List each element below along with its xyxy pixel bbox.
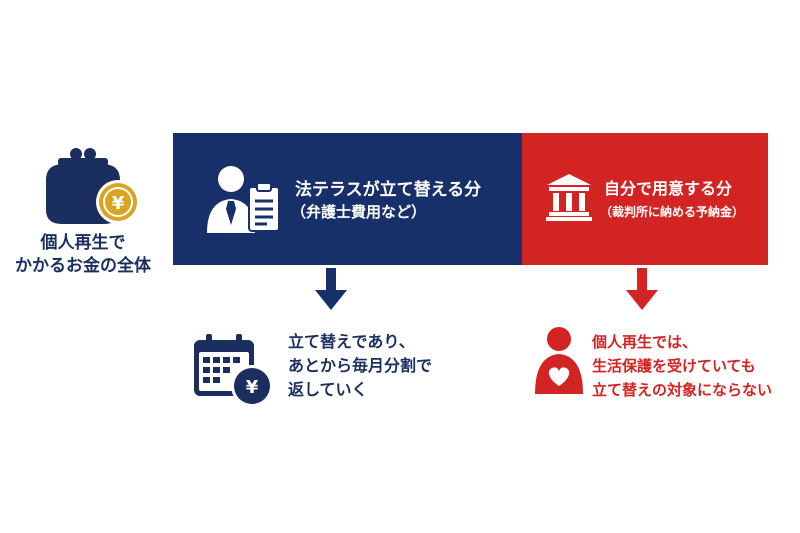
legal-aid-subtitle: （弁護士費用など）	[291, 203, 427, 221]
calendar-yen-symbol: ¥	[246, 377, 259, 398]
total-label-line: かかるお金の全体	[15, 256, 151, 276]
welfare-note-line: 個人再生では、	[592, 333, 698, 351]
down-arrow-icon	[315, 268, 347, 310]
cost-breakdown-bar: 法テラスが立て替える分 （弁護士費用など） 自分で用意する分 （裁判所に納める予…	[173, 133, 768, 265]
down-arrow-icon	[626, 268, 658, 310]
repayment-note: 立て替えであり、 あとから毎月分割で 返していく	[288, 330, 432, 402]
lawyer-clipboard-icon	[207, 166, 280, 233]
repayment-note-line: 立て替えであり、	[288, 332, 415, 351]
calendar-yen-icon: ¥	[194, 334, 273, 407]
total-label-line: 個人再生で	[40, 233, 126, 253]
legal-aid-panel: 法テラスが立て替える分 （弁護士費用など）	[173, 133, 522, 265]
welfare-note-line: 生活保護を受けていても	[592, 357, 756, 375]
legal-aid-title: 法テラスが立て替える分	[295, 180, 482, 200]
self-pay-subtitle: （裁判所に納める予納金）	[600, 205, 745, 219]
self-pay-title: 自分で用意する分	[604, 179, 733, 198]
welfare-note-line: 立て替えの対象にならない	[592, 381, 773, 399]
repayment-note-line: 返していく	[288, 380, 368, 399]
courthouse-icon	[546, 174, 592, 221]
person-heart-icon	[535, 327, 583, 394]
welfare-note: 個人再生では、 生活保護を受けていても 立て替えの対象にならない	[592, 330, 772, 402]
total-cost-label: 個人再生で かかるお金の全体	[8, 232, 158, 278]
coin-yen-symbol: ¥	[112, 193, 125, 214]
self-pay-panel: 自分で用意する分 （裁判所に納める予納金）	[522, 133, 768, 265]
repayment-note-line: あとから毎月分割で	[288, 356, 433, 375]
coin-purse-yen-icon: ¥	[46, 148, 140, 224]
